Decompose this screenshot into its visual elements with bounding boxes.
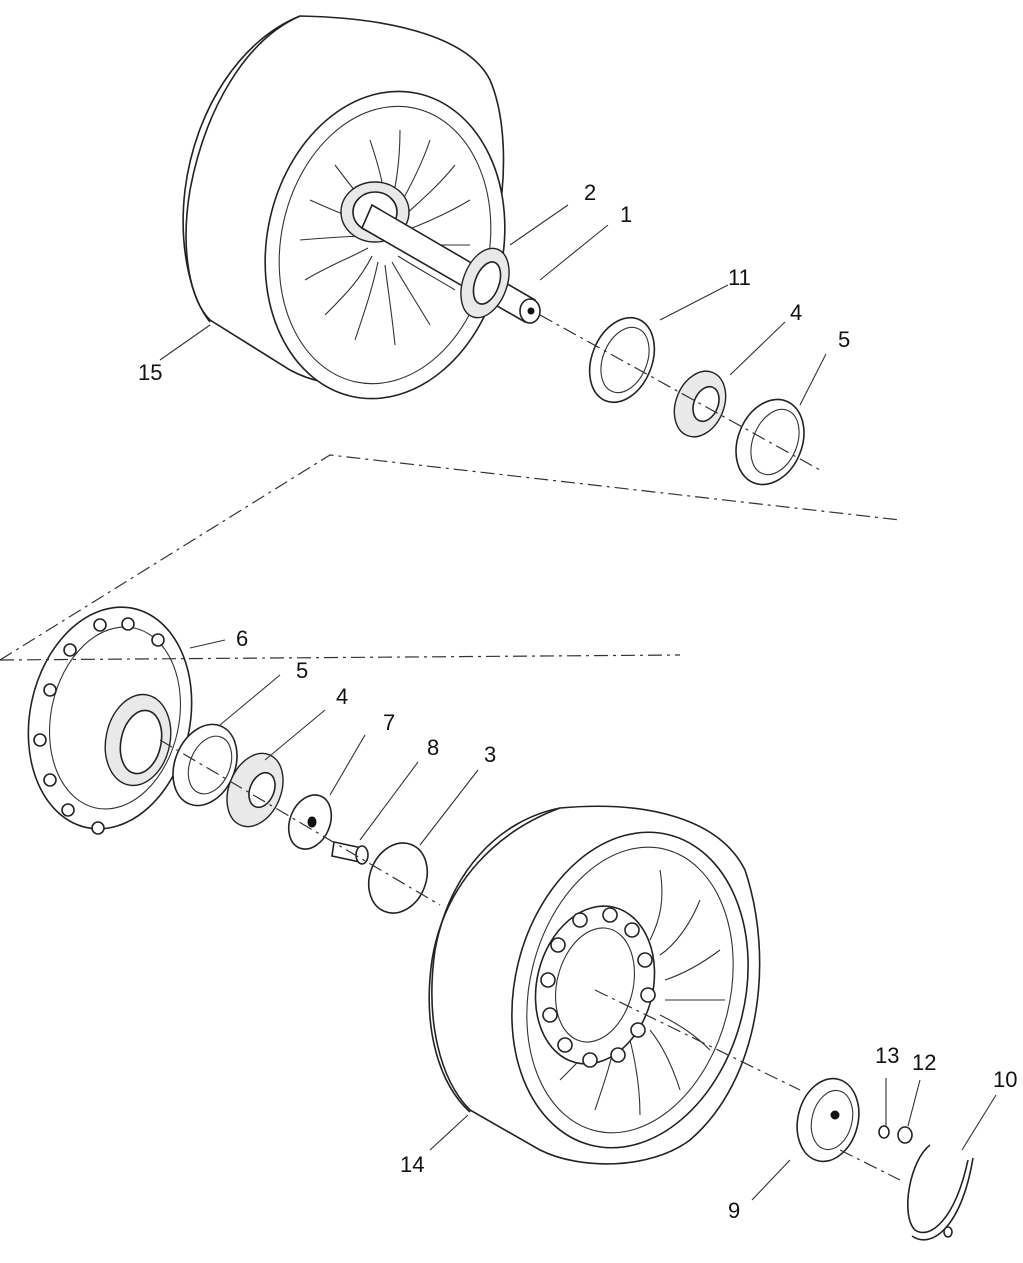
callout-6: 6 <box>236 626 248 651</box>
callout-1: 1 <box>620 202 632 227</box>
callout-11: 11 <box>728 265 751 290</box>
leader-lines <box>159 204 997 1201</box>
lower-bearing-set <box>159 723 441 914</box>
callout-9: 9 <box>728 1198 740 1223</box>
callout-3: 3 <box>484 742 496 767</box>
callout-13: 13 <box>875 1043 899 1068</box>
top-bearing-set <box>539 314 821 486</box>
callout-14: 14 <box>400 1152 424 1177</box>
bottom-wheel <box>428 805 801 1165</box>
callout-12: 12 <box>912 1050 936 1075</box>
callout-7: 7 <box>383 710 395 735</box>
end-cap-set <box>796 1077 974 1241</box>
top-wheel <box>182 15 541 400</box>
callout-5-top: 5 <box>838 327 850 352</box>
callout-8: 8 <box>427 735 439 760</box>
callout-15: 15 <box>138 360 162 385</box>
callout-5-bottom: 5 <box>296 658 308 683</box>
callout-4-bottom: 4 <box>336 684 348 709</box>
hub-flange <box>27 606 193 835</box>
callout-10: 10 <box>993 1067 1017 1092</box>
callout-4-top: 4 <box>790 300 802 325</box>
callout-2: 2 <box>584 180 596 205</box>
